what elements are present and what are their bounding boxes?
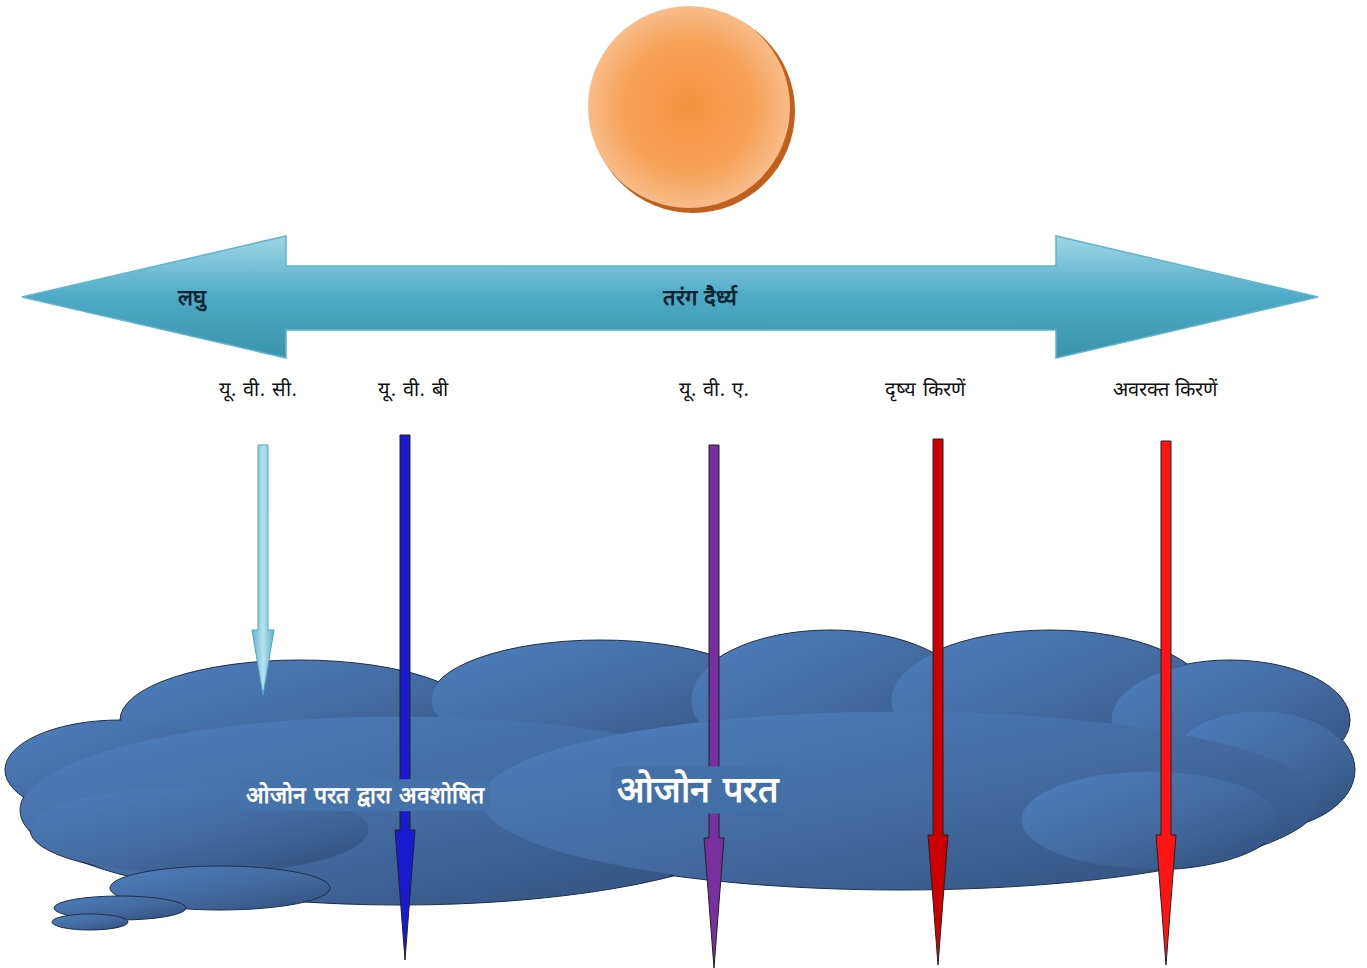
- wavelength-arrow: लघु तरंग दैर्ध्य: [22, 236, 1318, 358]
- sun-disc: [588, 6, 790, 208]
- absorbed-label: ओजोन परत द्वारा अवशोषित: [240, 779, 490, 811]
- uvb-arrow: [395, 435, 415, 960]
- radiation-label: दृष्य किरणें: [885, 375, 964, 402]
- radiation-label: यू. वी. बी: [378, 375, 447, 402]
- cloud-body: [5, 630, 1355, 905]
- ozone-cloud: ओजोन परत द्वारा अवशोषित ओजोन परत: [5, 628, 1355, 928]
- radiation-label: अवरक्त किरणें: [1113, 375, 1217, 402]
- wavelength-label: तरंग दैर्ध्य: [663, 284, 738, 310]
- cloud-fill: [482, 712, 1319, 889]
- double-arrow: [22, 236, 1318, 358]
- visible-arrow: [928, 439, 948, 965]
- infrared-arrow: [1156, 441, 1176, 965]
- ozone-layer-label: ओजोन परत: [611, 766, 785, 813]
- cloud-puff: [52, 914, 128, 930]
- radiation-label: यू. वी. ए.: [679, 375, 750, 402]
- short-label: लघु: [178, 284, 206, 310]
- cloud-fill: [1022, 772, 1279, 869]
- uva-arrow: [704, 445, 724, 968]
- uvc-arrow: [252, 445, 274, 695]
- radiation-label: यू. वी. सी.: [219, 375, 298, 402]
